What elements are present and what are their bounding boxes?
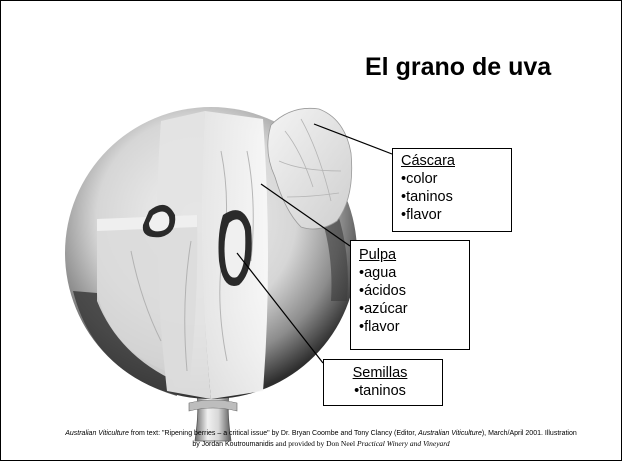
slide-title: El grano de uva — [365, 53, 552, 81]
label-semillas-item: •taninos — [354, 383, 406, 399]
credit-book-title: Practical Winery and Vineyard — [356, 439, 450, 448]
leader-semillas — [236, 252, 324, 364]
label-pulpa-item: •flavor — [359, 319, 400, 335]
credit-text-3: and provided by Don Neel — [273, 439, 357, 448]
leader-pulpa — [260, 183, 351, 247]
label-semillas: Semillas •taninos — [323, 359, 443, 406]
seed-left — [142, 204, 176, 238]
label-cascara-item: •taninos — [401, 189, 453, 205]
label-cascara-item: •flavor — [401, 207, 442, 223]
label-pulpa: Pulpa •agua •ácidos •azúcar •flavor — [350, 240, 470, 350]
skin-flap — [267, 107, 353, 230]
label-cascara-item: •color — [401, 171, 438, 187]
seed-right — [218, 210, 252, 286]
label-semillas-heading: Semillas — [352, 365, 408, 381]
leader-lines — [236, 123, 393, 364]
label-cascara-heading: Cáscara — [401, 153, 455, 169]
label-pulpa-item: •ácidos — [359, 283, 406, 299]
credit-text-2: ), March/April 2001. Illustration by Jor… — [192, 430, 577, 448]
credit-source-title-2: Australian Viticulture — [418, 430, 482, 437]
label-pulpa-heading: Pulpa — [359, 247, 397, 263]
label-pulpa-item: •agua — [359, 265, 397, 281]
label-cascara: Cáscara •color •taninos •flavor — [392, 148, 512, 232]
credit-text-1: from text: "Ripening berries – a critica… — [128, 430, 419, 437]
image-credit: Australian Viticulture from text: "Ripen… — [61, 429, 581, 450]
label-pulpa-item: •azúcar — [359, 301, 408, 317]
leader-cascara — [313, 123, 393, 155]
credit-source-title: Australian Viticulture — [65, 430, 129, 437]
stem — [188, 392, 238, 442]
